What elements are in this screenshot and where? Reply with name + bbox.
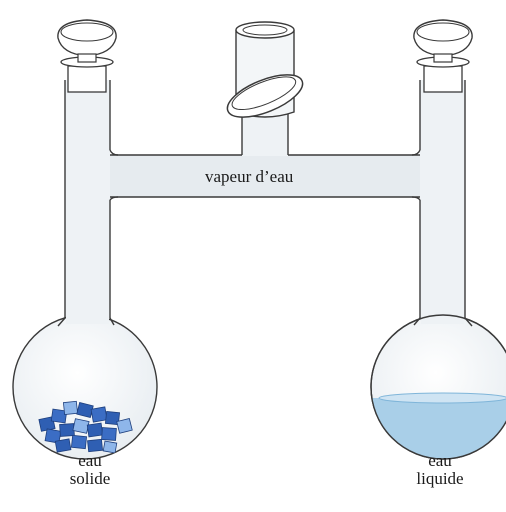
- right-flask-label: eau liquide: [405, 452, 475, 488]
- right-label-line-1: eau: [405, 452, 475, 470]
- left-flask: [13, 20, 157, 459]
- left-flask-label: eau solide: [55, 452, 125, 488]
- right-label-line-2: liquide: [405, 470, 475, 488]
- stopcock: [222, 22, 308, 156]
- left-label-line-1: eau: [55, 452, 125, 470]
- right-flask: [368, 20, 506, 468]
- vapour-label: vapeur d’eau: [205, 168, 335, 186]
- left-label-line-2: solide: [55, 470, 125, 488]
